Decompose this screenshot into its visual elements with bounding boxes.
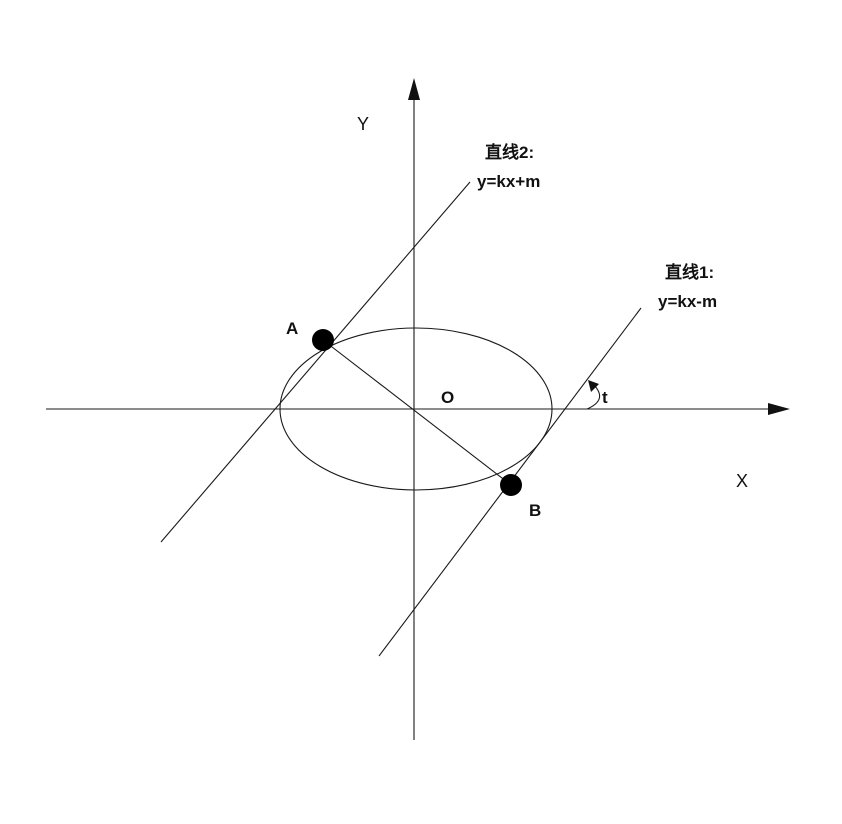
line-2: [160, 181, 471, 543]
line-1-name: 直线1:: [665, 262, 714, 282]
origin-label: O: [441, 388, 454, 407]
x-axis-arrowhead: [768, 403, 790, 415]
point-a-label: A: [286, 319, 298, 338]
y-axis-arrowhead: [408, 78, 420, 100]
line-1-equation: y=kx-m: [658, 292, 717, 311]
point-a: [312, 329, 334, 351]
x-axis-label: X: [736, 471, 748, 491]
chord-ab: [322, 339, 512, 486]
point-b-label: B: [529, 501, 541, 520]
line-2-equation: y=kx+m: [477, 172, 540, 191]
angle-t-arc: [586, 384, 601, 410]
point-b: [500, 474, 522, 496]
y-axis-label: Y: [357, 114, 369, 134]
angle-t-label: t: [602, 388, 608, 407]
ellipse: [279, 327, 553, 491]
angle-t-arrowhead: [588, 380, 599, 392]
line-2-name: 直线2:: [485, 142, 534, 162]
